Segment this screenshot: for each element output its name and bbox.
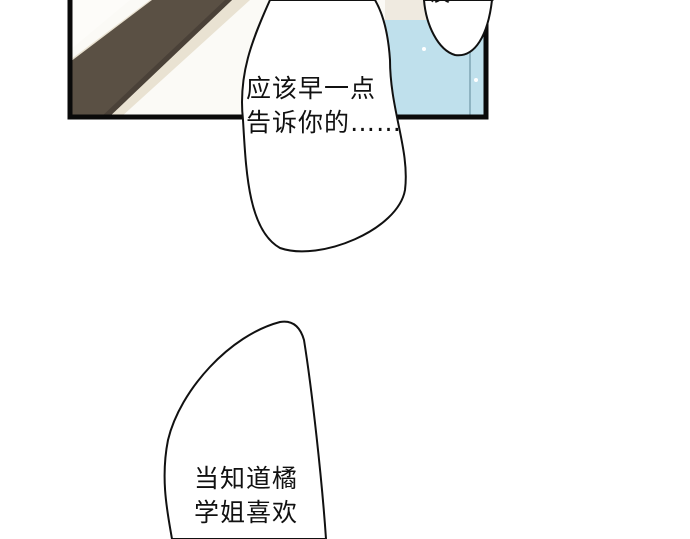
bubble-line: 学姐喜欢 xyxy=(194,498,299,527)
bubble-line: 谈…… xyxy=(428,0,497,12)
bubble-line: 当知道橘 xyxy=(194,464,299,493)
bubble-text-top-right: 谈…… xyxy=(428,0,497,12)
bubble-text-2: 当知道橘 学姐喜欢 xyxy=(194,462,298,530)
speech-bubble-top-right xyxy=(422,0,494,57)
bubble-text-1: 应该早一点 告诉你的…… xyxy=(246,72,402,140)
bubble-line: 应该早一点 xyxy=(246,74,377,103)
speech-bubble-1 xyxy=(241,0,407,253)
bubble-line: 告诉你的…… xyxy=(246,108,403,137)
dark-beam xyxy=(70,0,232,118)
